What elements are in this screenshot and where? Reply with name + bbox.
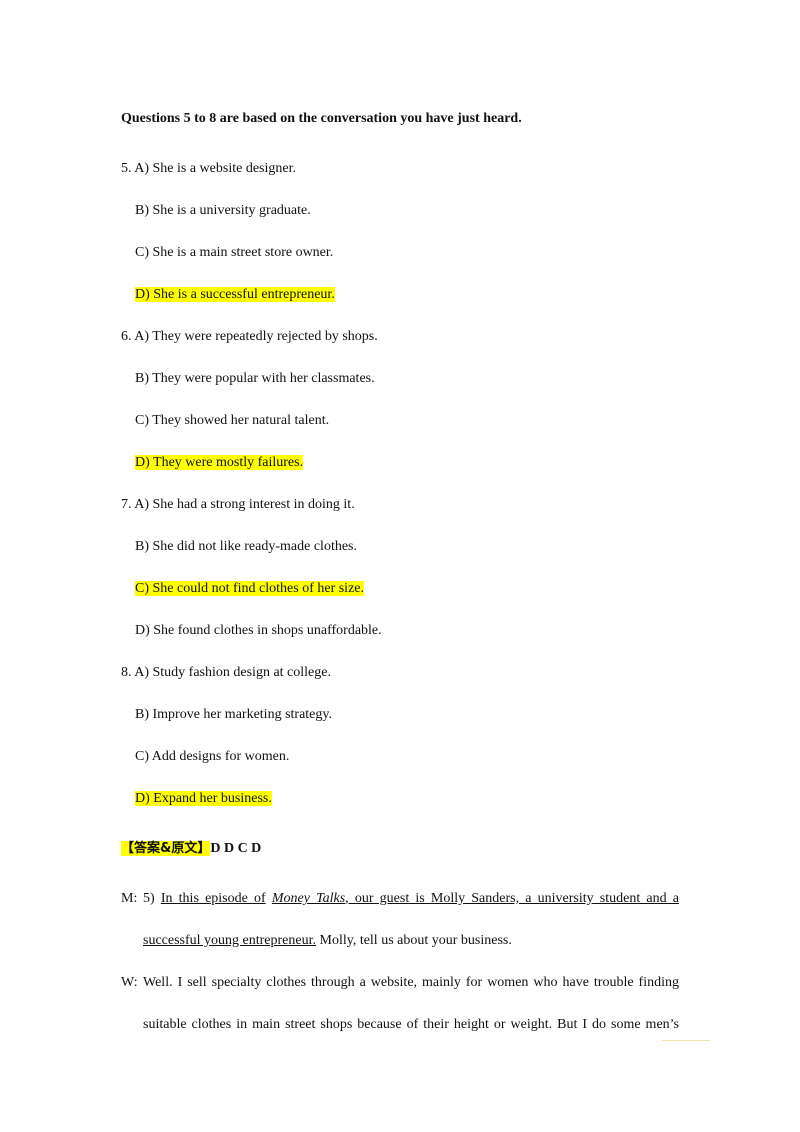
- option-text: A) She had a strong interest in doing it…: [134, 497, 355, 512]
- show-name: Money Talks: [271, 891, 346, 906]
- transcript-m-underlined-3: successful young entrepreneur.: [143, 933, 316, 948]
- question-6-option-c: C) They showed her natural talent.: [135, 413, 330, 428]
- question-5-option-c: C) She is a main street store owner.: [135, 245, 334, 260]
- transcript-w-line1: Well. I sell specialty clothes through a…: [143, 975, 679, 990]
- transcript-m-speaker: M:: [121, 891, 138, 906]
- footer-rule: [662, 1040, 710, 1041]
- question-7-option-b: B) She did not like ready-made clothes.: [135, 539, 357, 554]
- transcript-m-line1: 5) In this episode of Money Talks, our g…: [143, 890, 679, 908]
- question-6-option-d: D) They were mostly failures.: [135, 455, 304, 470]
- question-8-option-d-row: D) Expand her business.: [135, 790, 272, 808]
- question-5-option-a: 5. A) She is a website designer.: [121, 160, 296, 178]
- transcript-m-underlined-1: In this episode of: [160, 891, 266, 906]
- question-5-option-d-row: D) She is a successful entrepreneur.: [135, 286, 335, 304]
- question-number: 6.: [121, 329, 132, 344]
- question-number: 7.: [121, 497, 132, 512]
- transcript-w-line2: suitable clothes in main street shops be…: [143, 1017, 679, 1032]
- question-6-option-b: B) They were popular with her classmates…: [135, 371, 375, 386]
- question-7-option-c-row: C) She could not find clothes of her siz…: [135, 580, 365, 598]
- question-6-option-d-row: D) They were mostly failures.: [135, 454, 304, 472]
- question-8-option-c: C) Add designs for women.: [135, 749, 290, 764]
- transcript-m-underlined-2: , our guest is Molly Sanders, a universi…: [345, 891, 679, 906]
- question-7-option-c: C) She could not find clothes of her siz…: [135, 581, 365, 596]
- question-6-option-a: 6. A) They were repeatedly rejected by s…: [121, 328, 378, 346]
- answer-key: 【答案&原文】D D C D: [121, 840, 261, 858]
- question-number: 8.: [121, 665, 132, 680]
- transcript-m-rest: Molly, tell us about your business.: [316, 933, 512, 948]
- question-number: 5.: [121, 161, 132, 176]
- question-8-option-a: 8. A) Study fashion design at college.: [121, 664, 331, 682]
- answer-letters: D D C D: [210, 841, 262, 856]
- transcript-m-underlined-show-wrap: Money Talks: [272, 891, 345, 906]
- transcript-m-num: 5): [143, 891, 155, 906]
- question-8-option-b: B) Improve her marketing strategy.: [135, 707, 332, 722]
- transcript-m-line2: successful young entrepreneur. Molly, te…: [143, 932, 512, 950]
- question-7-option-a: 7. A) She had a strong interest in doing…: [121, 496, 355, 514]
- section-heading: Questions 5 to 8 are based on the conver…: [121, 111, 522, 126]
- question-5-option-d: D) She is a successful entrepreneur.: [135, 287, 335, 302]
- question-7-option-d: D) She found clothes in shops unaffordab…: [135, 623, 382, 638]
- question-5-option-b: B) She is a university graduate.: [135, 203, 311, 218]
- question-8-option-d: D) Expand her business.: [135, 791, 272, 806]
- answer-label: 【答案&原文】: [121, 841, 211, 856]
- option-text: A) They were repeatedly rejected by shop…: [134, 329, 378, 344]
- option-text: A) She is a website designer.: [134, 161, 296, 176]
- transcript-w-speaker: W:: [121, 975, 138, 990]
- option-text: A) Study fashion design at college.: [134, 665, 331, 680]
